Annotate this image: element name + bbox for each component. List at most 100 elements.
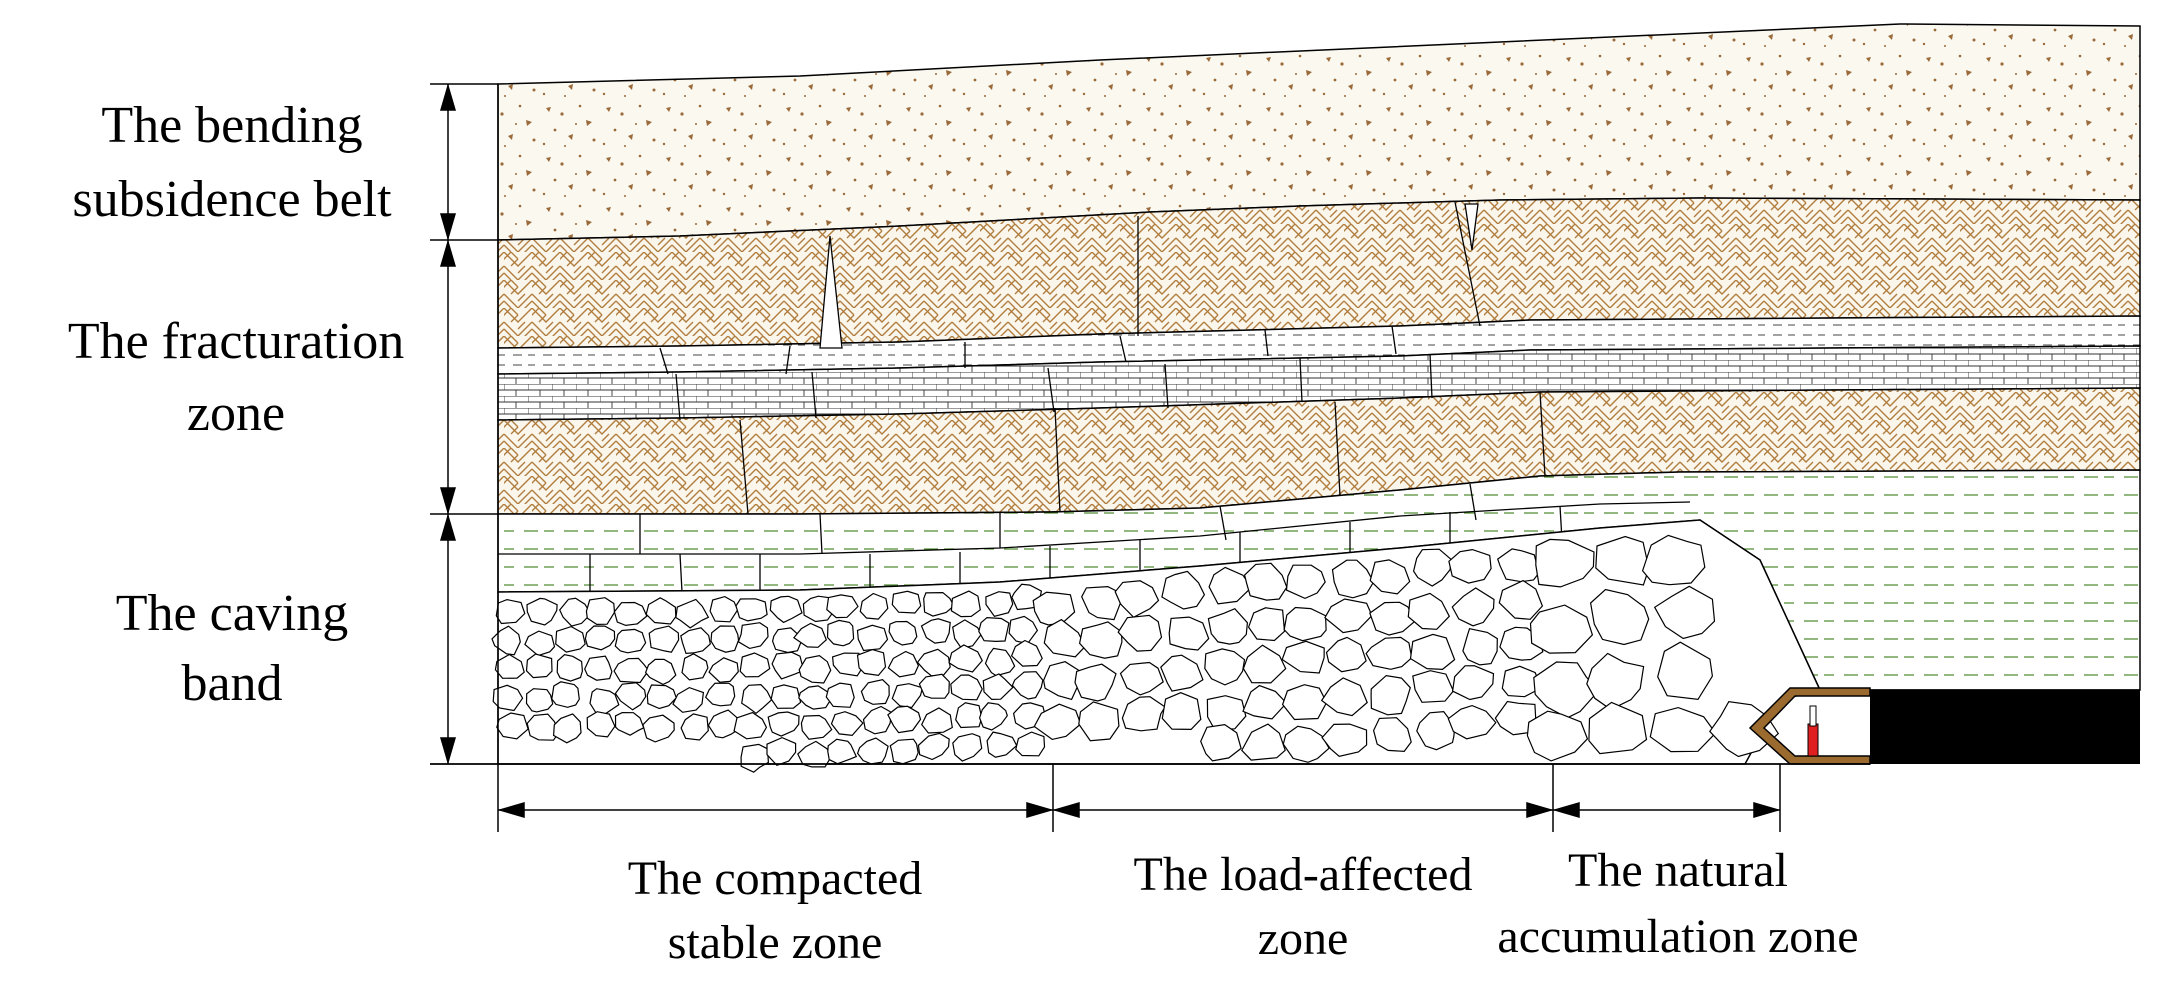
- rubble-stone: [1282, 725, 1330, 763]
- rubble-stone: [648, 625, 680, 653]
- load-label-line2: zone: [1258, 912, 1349, 965]
- rubble-stone: [1321, 723, 1368, 757]
- rubble-stone: [769, 595, 803, 624]
- rubble-stone: [889, 738, 919, 765]
- compacted-label-line2: stable zone: [668, 916, 883, 969]
- rubble-stone: [1114, 580, 1160, 619]
- rubble-stone: [708, 657, 739, 683]
- rubble-stone: [709, 595, 739, 623]
- rubble-stone: [826, 619, 855, 647]
- rubble-stone: [830, 711, 864, 737]
- rubble-stone: [1407, 592, 1451, 630]
- rubble-stone: [672, 686, 705, 713]
- rubble-stone: [950, 590, 981, 618]
- rubble-stone: [1588, 701, 1648, 755]
- caving-label-line2: band: [181, 655, 282, 712]
- rubble-stone: [680, 627, 711, 655]
- rubble-stone: [798, 685, 833, 710]
- rubble-stone: [614, 711, 645, 736]
- rubble-stone: [1529, 604, 1594, 654]
- load-label-line1: The load-affected: [1134, 848, 1473, 901]
- rubble-stone: [1207, 607, 1249, 645]
- rubble-stone: [1242, 684, 1288, 720]
- rubble-stone: [1448, 548, 1492, 584]
- rubble-stone: [891, 590, 922, 614]
- rubble-stone: [984, 647, 1016, 677]
- rubble-stone: [1161, 570, 1206, 610]
- rubble-stone: [1709, 700, 1780, 758]
- rubble-stone: [680, 713, 709, 741]
- rubble-stone: [1119, 661, 1164, 696]
- rubble-stone: [1370, 674, 1411, 716]
- rubble-stone: [920, 618, 951, 644]
- rubble-stone: [1494, 700, 1537, 736]
- rubble-stone: [1451, 665, 1495, 701]
- rubble-stone: [1496, 548, 1540, 583]
- rubble-stone: [766, 736, 797, 766]
- rubble-stone: [737, 622, 769, 650]
- rubble-stone: [1462, 628, 1498, 666]
- rubble-stone: [917, 732, 950, 761]
- rubble-stone: [1369, 601, 1416, 636]
- rubble-stone: [491, 625, 521, 656]
- rubble-stone: [1243, 562, 1288, 601]
- rubble-stone: [798, 654, 832, 684]
- rubble-stone: [704, 682, 736, 707]
- rubble-stone: [613, 601, 648, 627]
- rubble-stone: [526, 713, 560, 741]
- rubble-stone: [793, 622, 828, 648]
- rubble-stone: [735, 598, 768, 622]
- bending-label-line2: subsidence belt: [72, 171, 392, 228]
- rubble-stone: [1168, 616, 1210, 651]
- rubble-stone: [888, 620, 918, 646]
- rubble-stone: [1657, 641, 1714, 701]
- rubble-stone: [1015, 731, 1046, 757]
- rubble-stone: [982, 673, 1014, 701]
- rubble-stone: [825, 682, 855, 708]
- rubble-stone: [800, 714, 833, 740]
- rubble-stone: [524, 630, 556, 657]
- rubble-stone: [614, 628, 647, 654]
- rubble-stone: [1372, 717, 1412, 753]
- rubble-stone: [733, 711, 768, 740]
- rubble-stone: [551, 681, 580, 708]
- fracture-label-line1: The fracturation: [68, 313, 404, 370]
- rubble-stone: [584, 655, 613, 681]
- rubble-stone: [1161, 692, 1202, 731]
- rubble-stone: [887, 705, 922, 734]
- rubble-stone: [767, 711, 800, 737]
- rubble-stone: [827, 738, 858, 765]
- rubble-stone: [1451, 587, 1495, 627]
- rubble-stone: [525, 688, 554, 713]
- rubble-stone: [1320, 677, 1368, 717]
- rubble-stone: [494, 653, 525, 679]
- rubble-stone: [586, 711, 616, 738]
- rubble-stone: [826, 594, 859, 619]
- rubble-stone: [1369, 559, 1411, 595]
- rubble-stone: [1498, 579, 1544, 620]
- rubble-stone: [918, 673, 950, 699]
- rubble-stone: [978, 702, 1008, 731]
- rubble-stone: [558, 597, 592, 627]
- rubble-stone: [1409, 633, 1456, 671]
- rubble-stone: [770, 684, 802, 709]
- rubble-stone: [1247, 607, 1286, 642]
- rubble-stone: [741, 683, 773, 715]
- rubble-stone: [1331, 559, 1375, 599]
- hydraulic-support-icon: [1748, 687, 1871, 765]
- rubble-stones: [491, 534, 1780, 773]
- rubble-stone: [950, 674, 983, 701]
- rubble-stone: [1121, 696, 1166, 732]
- compacted-label-line1: The compacted: [628, 852, 923, 905]
- rubble-stone: [986, 731, 1018, 758]
- rubble-stone: [887, 650, 920, 678]
- rubble-stone: [1043, 618, 1086, 658]
- bending-label-line1: The bending: [101, 97, 362, 154]
- rubble-stone: [645, 597, 677, 625]
- rubble-stone: [1653, 585, 1716, 640]
- rubble-stone: [1641, 534, 1706, 586]
- rubble-stone: [771, 651, 805, 680]
- rubble-stone: [1242, 644, 1287, 684]
- rubble-stone: [1285, 564, 1326, 600]
